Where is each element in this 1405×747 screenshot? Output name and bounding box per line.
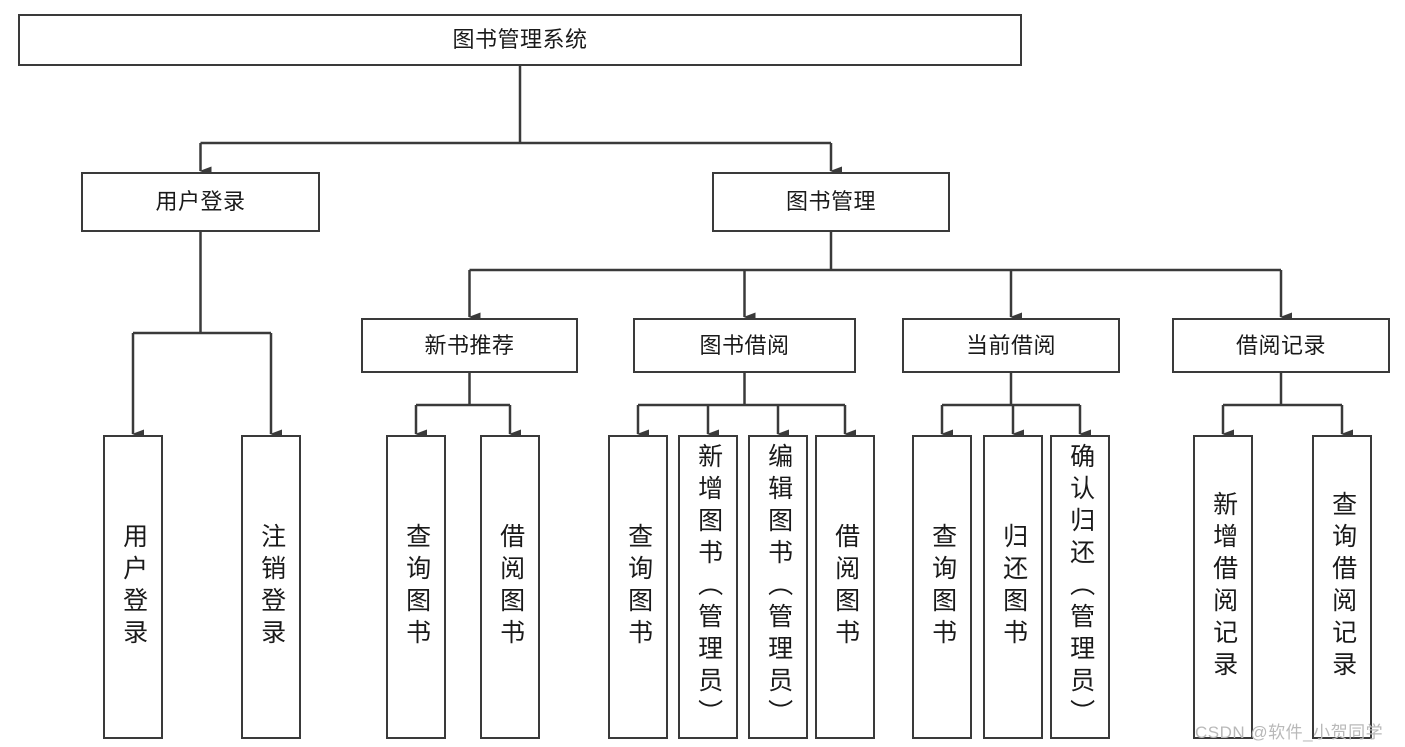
node-label-l_login: 用户登录: [119, 523, 148, 651]
node-label-r_add: 新增借阅记录: [1209, 491, 1238, 683]
node-label-n_query: 查询图书: [402, 523, 431, 651]
node-r_add[interactable]: 新增借阅记录: [1193, 435, 1253, 739]
node-l_login[interactable]: 用户登录: [103, 435, 163, 739]
node-l_logout[interactable]: 注销登录: [241, 435, 301, 739]
node-c_return[interactable]: 归还图书: [983, 435, 1043, 739]
node-label-login: 用户登录: [155, 189, 246, 215]
node-label-b_query: 查询图书: [624, 523, 653, 651]
node-label-n_borrow: 借阅图书: [496, 523, 525, 651]
node-label-b_lend: 借阅图书: [831, 523, 860, 651]
node-current[interactable]: 当前借阅: [902, 318, 1120, 373]
node-login[interactable]: 用户登录: [81, 172, 320, 232]
node-root[interactable]: 图书管理系统: [18, 14, 1022, 66]
node-c_query[interactable]: 查询图书: [912, 435, 972, 739]
node-label-c_return: 归还图书: [999, 523, 1028, 651]
node-borrow[interactable]: 图书借阅: [633, 318, 856, 373]
node-b_edit[interactable]: 编辑图书（管理员）: [748, 435, 808, 739]
node-n_query[interactable]: 查询图书: [386, 435, 446, 739]
node-records[interactable]: 借阅记录: [1172, 318, 1390, 373]
node-r_query[interactable]: 查询借阅记录: [1312, 435, 1372, 739]
node-n_borrow[interactable]: 借阅图书: [480, 435, 540, 739]
node-label-b_edit: 编辑图书（管理员）: [764, 443, 793, 731]
node-c_confirm[interactable]: 确认归还（管理员）: [1050, 435, 1110, 739]
node-label-c_confirm: 确认归还（管理员）: [1066, 443, 1095, 731]
node-b_query[interactable]: 查询图书: [608, 435, 668, 739]
node-bookmgmt[interactable]: 图书管理: [712, 172, 950, 232]
node-newbook[interactable]: 新书推荐: [361, 318, 578, 373]
node-label-root: 图书管理系统: [452, 27, 588, 53]
node-label-c_query: 查询图书: [928, 523, 957, 651]
node-label-bookmgmt: 图书管理: [785, 189, 876, 215]
node-label-borrow: 图书借阅: [699, 332, 790, 358]
node-b_lend[interactable]: 借阅图书: [815, 435, 875, 739]
node-label-l_logout: 注销登录: [257, 523, 286, 651]
node-label-records: 借阅记录: [1235, 332, 1326, 358]
node-label-current: 当前借阅: [965, 332, 1056, 358]
node-label-b_add: 新增图书（管理员）: [694, 443, 723, 731]
wire-group: [131, 66, 1353, 439]
watermark-text: CSDN @软件_小贺同学: [1195, 723, 1384, 742]
node-label-newbook: 新书推荐: [424, 332, 515, 358]
node-label-r_query: 查询借阅记录: [1328, 491, 1357, 683]
node-b_add[interactable]: 新增图书（管理员）: [678, 435, 738, 739]
